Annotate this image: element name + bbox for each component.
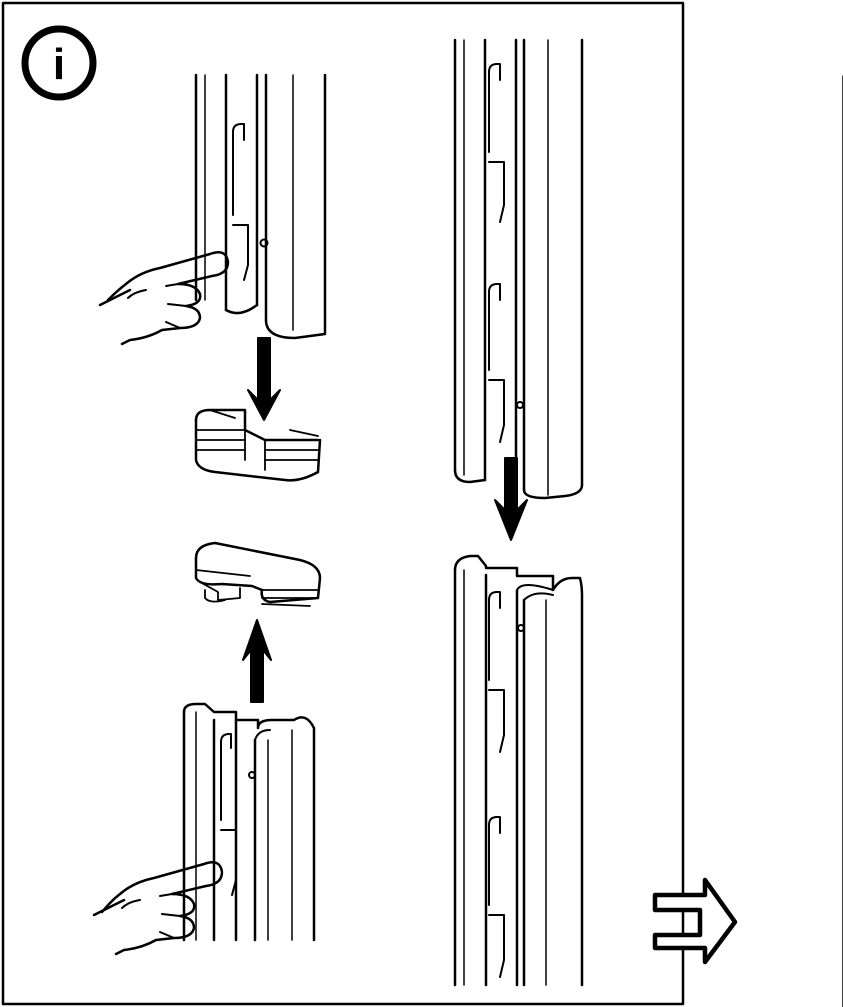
arrow-up-lower	[242, 619, 272, 703]
pressing-hand-upper	[98, 251, 230, 346]
upright-post-upper-left	[194, 73, 327, 340]
outline-arrow-right-icon	[652, 877, 738, 965]
hook-slot	[488, 591, 505, 753]
hook-slot	[232, 123, 249, 281]
end-cap-upper	[194, 408, 322, 482]
upright-post-lower-left	[182, 702, 316, 942]
arrow-down-upper	[247, 337, 281, 421]
pressing-hand-lower	[92, 861, 224, 956]
hook-slot	[488, 816, 505, 978]
info-badge: i	[21, 25, 97, 101]
info-icon	[21, 25, 97, 101]
arrow-down-right	[494, 457, 528, 541]
hook-slot	[488, 283, 505, 443]
info-glyph: i	[53, 40, 65, 89]
hook-slot	[488, 63, 505, 223]
upright-post-upper-right	[453, 38, 584, 500]
upright-post-lower-right	[453, 554, 584, 987]
page-frame	[1, 1, 685, 1006]
hook-slot	[220, 733, 237, 896]
end-cap-lower	[194, 541, 322, 607]
